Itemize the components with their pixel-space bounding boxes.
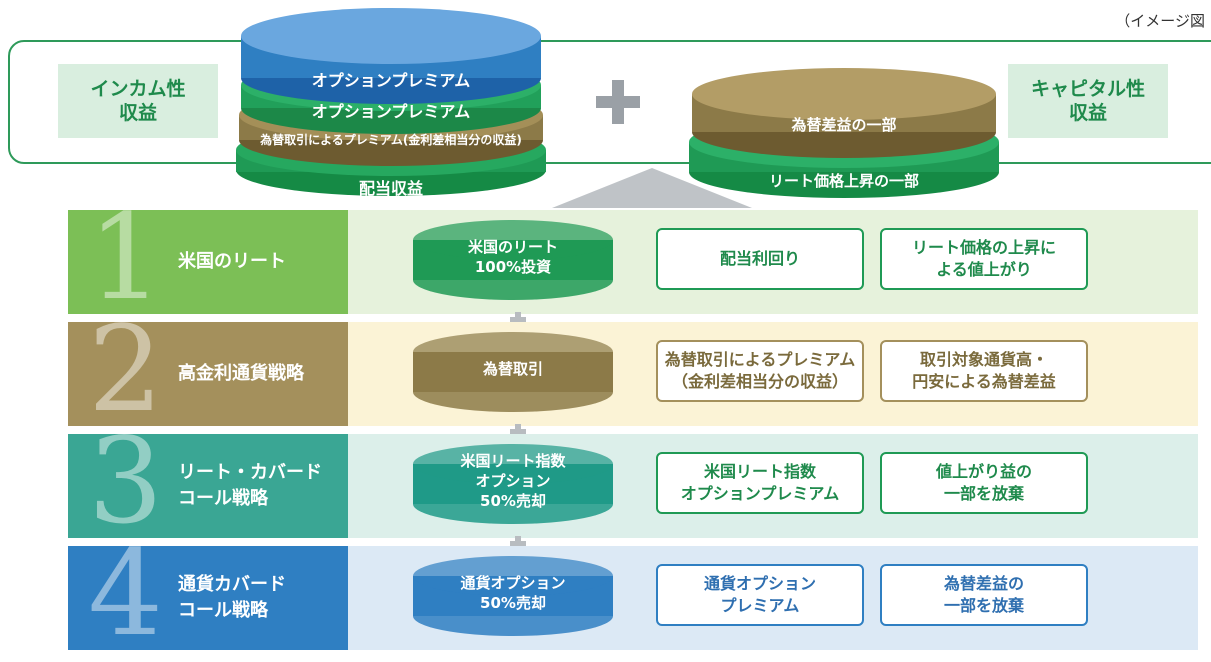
stack-label-2: オプションプレミアム xyxy=(312,102,470,121)
row-box2: 取引対象通貨高・ 円安による為替差益 xyxy=(880,340,1088,402)
disk-top xyxy=(413,556,613,596)
disk-label: 50%売却 xyxy=(480,492,546,510)
plus-icon xyxy=(510,536,526,552)
disk-label: 50%売却 xyxy=(480,594,546,612)
capital-label-1: 為替差益の一部 xyxy=(790,116,896,134)
row-body: 米国のリート 100%投資 配当利回りリート価格の上昇に よる値上がり xyxy=(348,210,1198,314)
row-disk: 米国のリート 100%投資 xyxy=(413,220,613,300)
row-box1: 配当利回り xyxy=(656,228,864,290)
disk-label: 為替取引 xyxy=(482,360,543,378)
row-title: リート・カバード コール戦略 xyxy=(178,462,322,509)
disk-top xyxy=(413,220,613,260)
row-number: 2 xyxy=(88,300,164,438)
row-disk: 通貨オプション 50%売却 xyxy=(413,556,613,636)
capital-label-2: リート価格上昇の一部 xyxy=(769,172,919,190)
plus-icon xyxy=(510,424,526,440)
row-box1: 通貨オプション プレミアム xyxy=(656,564,864,626)
row-number: 1 xyxy=(88,188,164,326)
row-body: 為替取引 為替取引によるプレミアム （金利差相当分の収益） 取引対象通貨高・ 円安に… xyxy=(348,322,1198,426)
disk-label: 米国リート指数 xyxy=(460,452,566,470)
plus-icon xyxy=(510,312,526,328)
row-box1: 米国リート指数 オプションプレミアム xyxy=(656,452,864,514)
row-number: 4 xyxy=(88,524,164,662)
row-box2: リート価格の上昇に よる値上がり xyxy=(880,228,1088,290)
row-box1: 為替取引によるプレミアム （金利差相当分の収益） xyxy=(656,340,864,402)
stack-label-3: 為替取引によるプレミアム(金利差相当分の収益) xyxy=(260,132,522,147)
arrow-up-icon xyxy=(552,168,752,208)
capital-stack: 為替差益の一部 リート価格上昇の一部 xyxy=(689,68,999,198)
row-body: 米国リート指数オプション 50%売却 米国リート指数 オプションプレミアム値上がり益… xyxy=(348,434,1198,538)
disk-label: 100%投資 xyxy=(475,258,551,276)
income-label: インカム性 収益 xyxy=(58,64,218,138)
disk-top xyxy=(413,332,613,372)
row-title: 高金利通貨戦略 xyxy=(178,363,304,384)
income-label-text: インカム性 収益 xyxy=(90,78,186,124)
capital-label-text: キャピタル性 収益 xyxy=(1030,78,1145,124)
row-title: 米国のリート xyxy=(178,251,286,272)
row-body: 通貨オプション 50%売却 通貨オプション プレミアム為替差益の 一部を放棄 xyxy=(348,546,1198,650)
row-box2: 値上がり益の 一部を放棄 xyxy=(880,452,1088,514)
row-disk: 為替取引 xyxy=(413,332,613,412)
row-title: 通貨カバード コール戦略 xyxy=(178,574,286,621)
plus-icon xyxy=(596,80,640,124)
stack-label-1: オプションプレミアム xyxy=(312,71,470,90)
capital-label: キャピタル性 収益 xyxy=(1008,64,1168,138)
income-stack: オプションプレミアム オプションプレミアム 為替取引によるプレミアム(金利差相当… xyxy=(236,8,546,198)
image-note: （イメージ図 xyxy=(1115,12,1205,30)
stack-label-4: 配当収益 xyxy=(359,179,423,198)
row-number: 3 xyxy=(88,412,164,550)
disk-label: 米国のリート xyxy=(468,238,558,256)
disk-label: 通貨オプション xyxy=(460,574,565,592)
row-box2: 為替差益の 一部を放棄 xyxy=(880,564,1088,626)
disk-top xyxy=(413,444,613,484)
disk-label: オプション xyxy=(475,472,550,490)
